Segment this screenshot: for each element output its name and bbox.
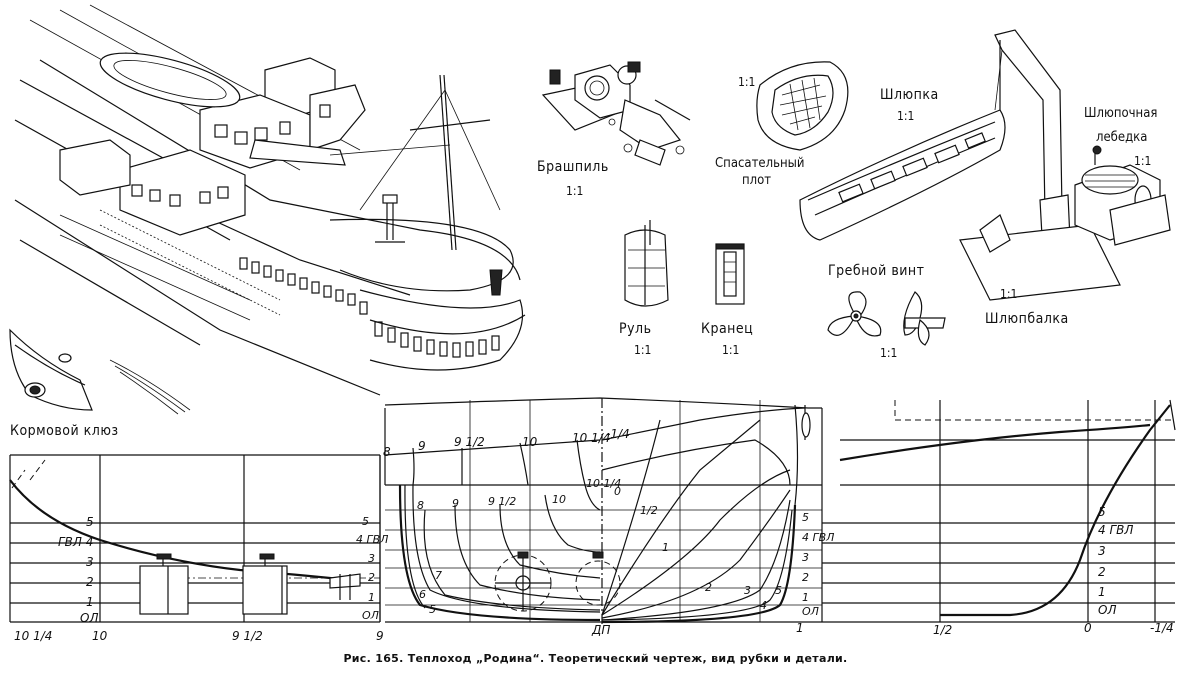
rp-st-0: 0 bbox=[1084, 621, 1092, 635]
lp-wl-4: ГВЛ 4 bbox=[58, 535, 94, 549]
lp-wl-ol: ОЛ bbox=[80, 611, 99, 625]
lp-wl-2: 2 bbox=[86, 575, 94, 589]
rp-wl-ol: ОЛ bbox=[1098, 603, 1117, 617]
propeller-detail bbox=[827, 291, 946, 346]
bp-wl-2: 2 bbox=[368, 571, 375, 584]
bp-wl-5: 5 bbox=[362, 515, 369, 528]
life-raft-detail bbox=[756, 61, 849, 151]
bp-sec-7: 7 bbox=[435, 569, 442, 582]
bp-sec-5: 5 bbox=[429, 603, 436, 616]
rp-wl-left-2: 2 bbox=[802, 571, 809, 584]
boat-thwarts bbox=[838, 132, 986, 203]
raft-scale: 1:1 bbox=[738, 75, 756, 89]
rp-wl-left-ol: ОЛ bbox=[802, 605, 819, 618]
bp-wl-1: 1 bbox=[368, 591, 375, 604]
bp-top-10: 10 bbox=[522, 435, 538, 449]
stern-hawse-detail bbox=[9, 328, 191, 415]
bp-top-10-1-4: 10 1/4 bbox=[572, 431, 611, 445]
bp-wl-3: 3 bbox=[368, 552, 375, 565]
wheelhouse bbox=[59, 57, 366, 236]
rudder-scale: 1:1 bbox=[634, 343, 652, 357]
figure-caption: Рис. 165. Теплоход „Родина“. Теоретическ… bbox=[343, 652, 848, 665]
bp-sec-8: 8 bbox=[417, 499, 424, 512]
lifeboat-davit-winch-detail bbox=[799, 29, 1171, 301]
rp-wl-left-5: 5 bbox=[802, 511, 809, 524]
rp-st-1: 1 bbox=[796, 621, 804, 635]
rp-wl-5: 5 bbox=[1098, 505, 1106, 519]
bp-bow-4: 4 bbox=[760, 599, 767, 612]
lp-st-9: 9 bbox=[376, 629, 384, 643]
lp-wl-5: 5 bbox=[86, 515, 94, 529]
bp-bow-2: 2 bbox=[705, 581, 712, 594]
left-profile-grid bbox=[9, 454, 381, 623]
bp-bow-minus-1-4: -1/4 bbox=[606, 427, 630, 441]
fender-scale: 1:1 bbox=[722, 343, 740, 357]
lp-wl-3: 3 bbox=[86, 555, 94, 569]
bp-sec-9-1-2: 9 1/2 bbox=[488, 495, 517, 508]
rp-wl-2: 2 bbox=[1098, 565, 1106, 579]
windlass-detail bbox=[541, 61, 691, 166]
rp-wl-3: 3 bbox=[1098, 544, 1106, 558]
winch-scale: 1:1 bbox=[1134, 154, 1152, 168]
window-row bbox=[239, 257, 500, 358]
raft-label-line1: Спасательный bbox=[715, 156, 805, 171]
rudder-detail bbox=[624, 220, 669, 307]
brashpil-scale: 1:1 bbox=[566, 184, 584, 198]
bp-bow-1-2: 1/2 bbox=[640, 504, 658, 517]
stern-hawse-label: Кормовой клюз bbox=[10, 423, 119, 439]
ship-perspective-view bbox=[14, 4, 526, 396]
winch-label-line1: Шлюпочная bbox=[1084, 106, 1158, 121]
bp-top-9: 9 bbox=[418, 439, 426, 453]
bp-sec-10-1-4: 10 1/4 bbox=[586, 477, 622, 490]
winch-label-line2: лебедка bbox=[1096, 130, 1148, 145]
lp-st-9-1-2: 9 1/2 bbox=[232, 629, 263, 643]
bp-wl-ol: ОЛ bbox=[362, 609, 379, 622]
davit-scale: 1:1 bbox=[1000, 287, 1018, 301]
propeller-label: Гребной винт bbox=[828, 263, 925, 279]
rp-wl-left-4: 4 ГВЛ bbox=[802, 531, 835, 544]
lp-wl-1: 1 bbox=[86, 595, 94, 609]
bp-bow-5: 5 bbox=[775, 584, 782, 597]
bp-top-9-1-2: 9 1/2 bbox=[454, 435, 485, 449]
rudder-label: Руль bbox=[619, 321, 652, 337]
rp-wl-4: 4 ГВЛ bbox=[1098, 523, 1134, 537]
rp-wl-left-3: 3 bbox=[802, 551, 809, 564]
bp-bow-1: 1 bbox=[662, 541, 669, 554]
rp-st-minus-1-4: -1/4 bbox=[1150, 621, 1174, 635]
right-profile-grid bbox=[822, 399, 1176, 623]
brashpil-label: Брашпиль bbox=[537, 159, 609, 175]
rp-wl-left-1: 1 bbox=[802, 591, 809, 604]
rp-st-1-2: 1/2 bbox=[933, 623, 953, 637]
propeller-scale: 1:1 bbox=[880, 346, 898, 360]
lp-st-10-1-4: 10 1/4 bbox=[14, 629, 53, 643]
bp-bow-0: 0 bbox=[614, 485, 621, 498]
bp-sec-10: 10 bbox=[552, 493, 566, 506]
fender-label: Кранец bbox=[701, 321, 754, 337]
rp-wl-1: 1 bbox=[1098, 585, 1106, 599]
raft-label-line2: плот bbox=[742, 173, 772, 188]
bp-bow-3: 3 bbox=[744, 584, 751, 597]
boat-label: Шлюпка bbox=[880, 87, 939, 103]
lp-st-10: 10 bbox=[92, 629, 108, 643]
davit-label: Шлюпбалка bbox=[985, 311, 1069, 327]
center-label: ДП bbox=[592, 623, 611, 637]
body-plan bbox=[379, 397, 823, 625]
bp-sec-9: 9 bbox=[452, 497, 459, 510]
boat-scale: 1:1 bbox=[897, 109, 915, 123]
bp-wl-4: 4 ГВЛ bbox=[356, 533, 389, 546]
fender-detail bbox=[715, 243, 745, 305]
bp-top-8: 8 bbox=[383, 445, 391, 459]
bp-sec-6: 6 bbox=[419, 588, 426, 601]
